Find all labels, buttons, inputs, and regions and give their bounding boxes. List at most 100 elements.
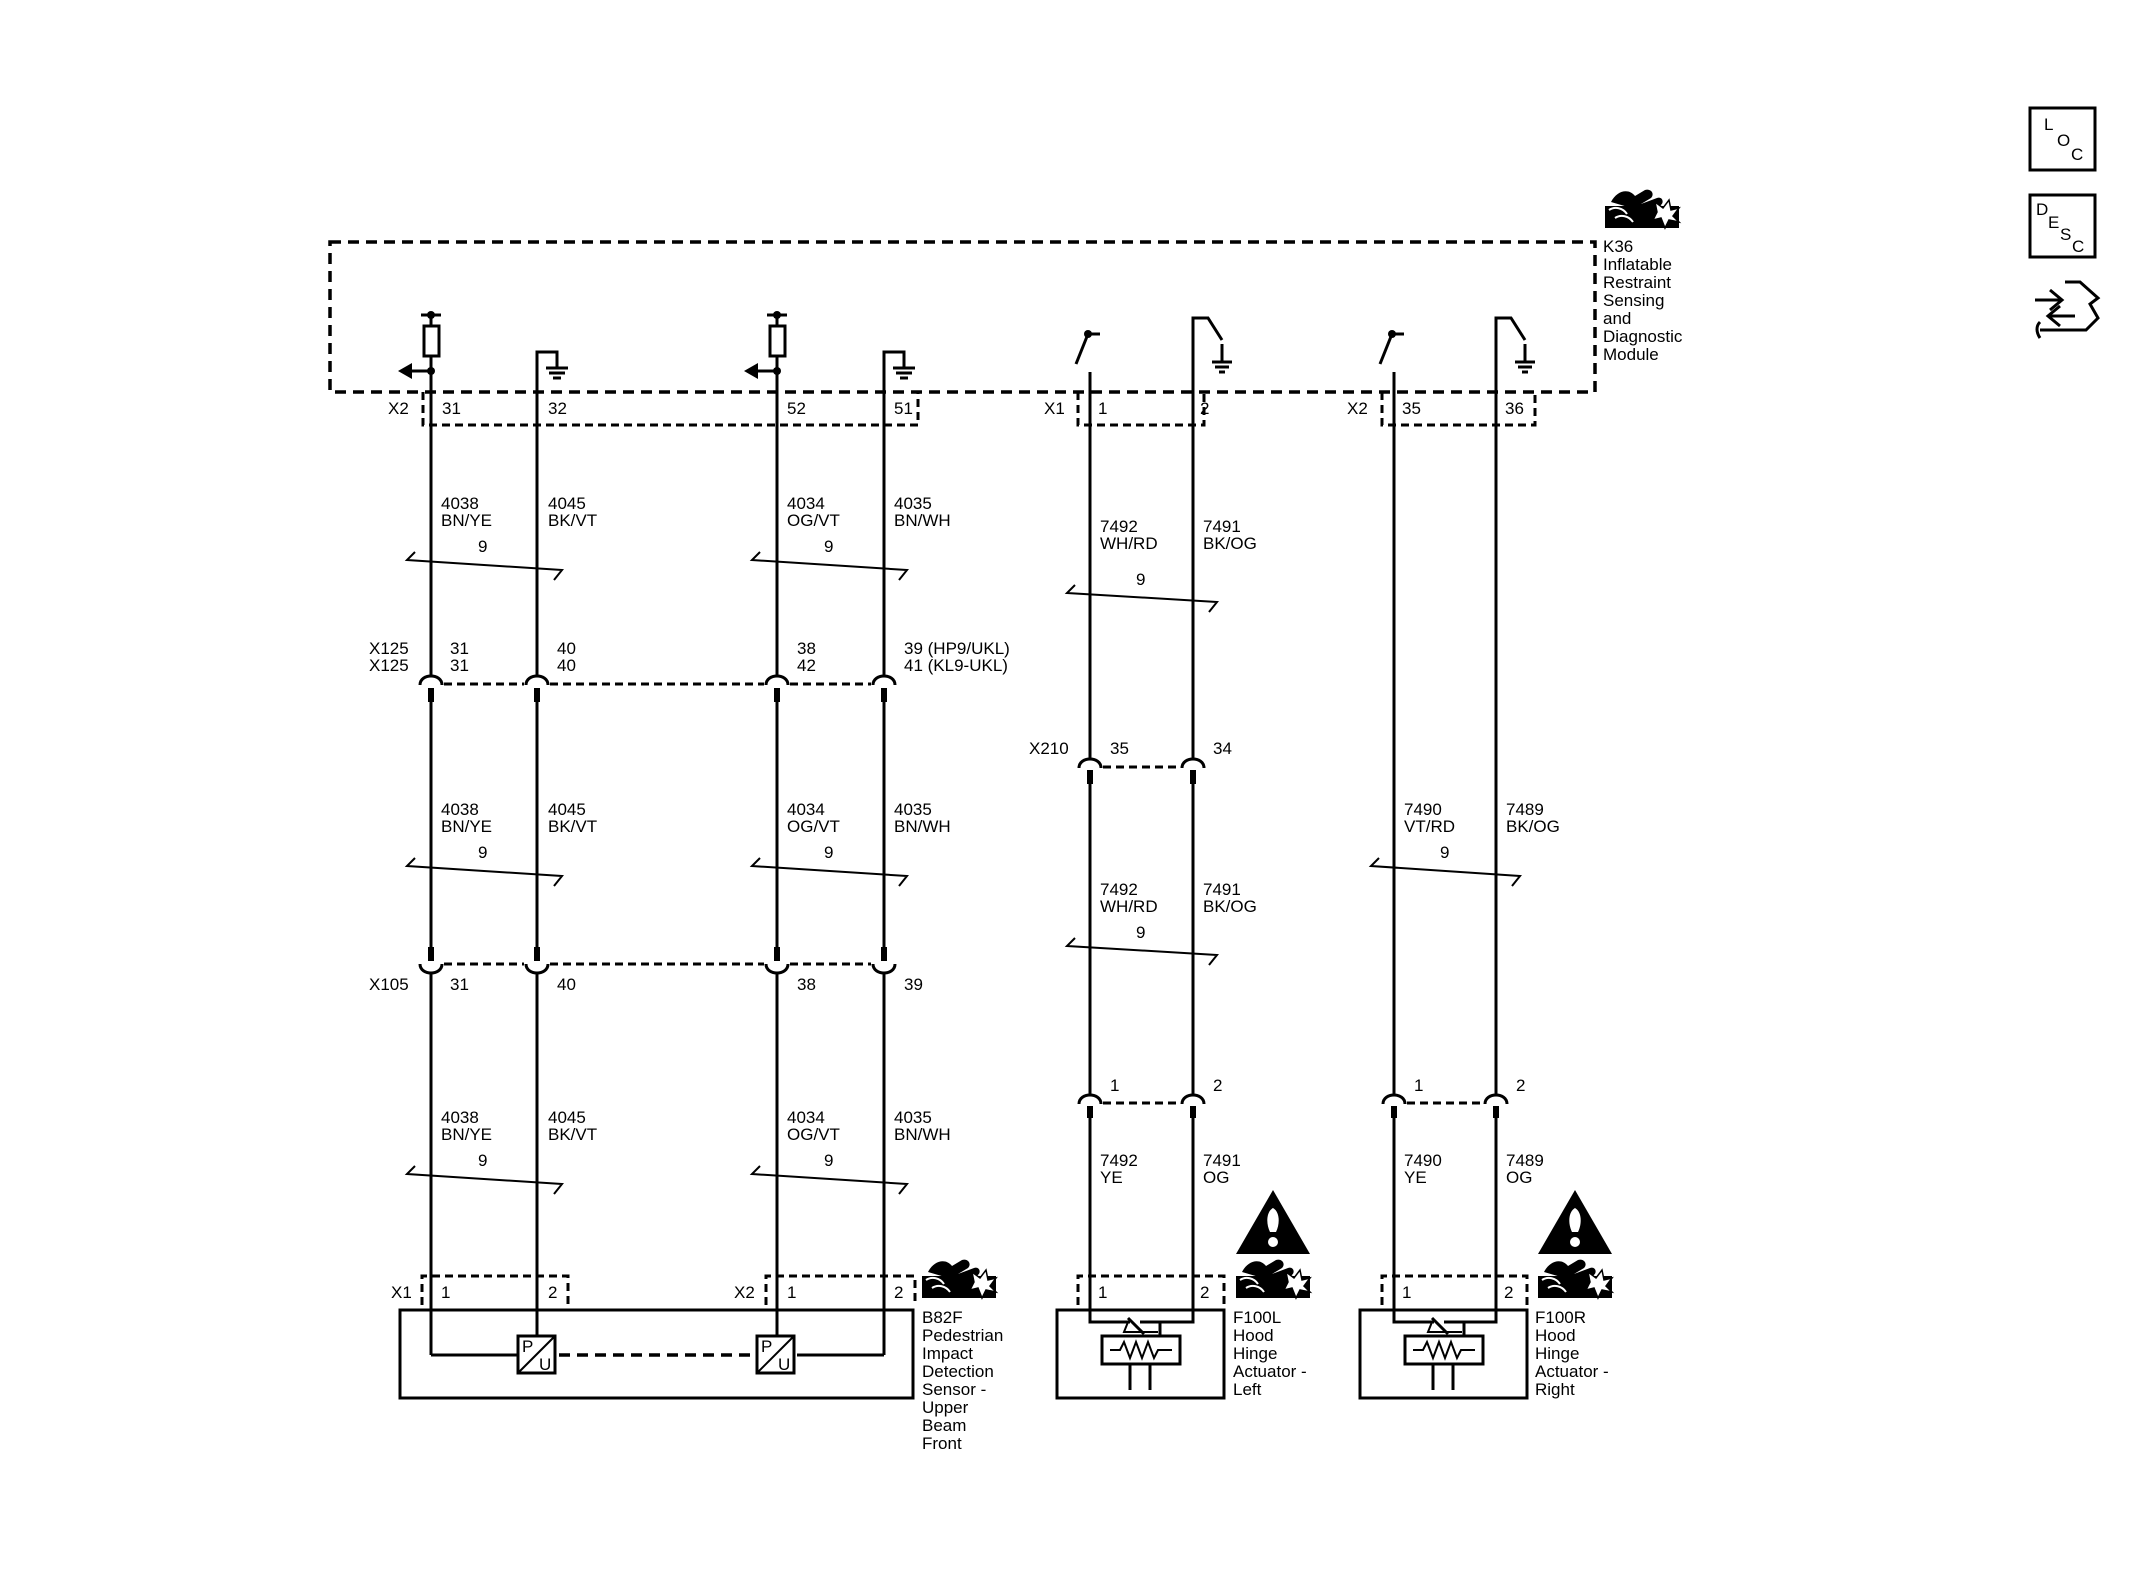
f100l-connector xyxy=(1076,1274,1226,1305)
sensor-connector-x2 xyxy=(764,1274,917,1305)
sensor-name-5: Upper xyxy=(922,1398,969,1417)
caution-icon-left xyxy=(1236,1190,1310,1254)
left-seg2-bundle-a: 9 xyxy=(478,843,487,862)
sensor-ref: B82F xyxy=(922,1308,963,1327)
module-connector-x2-b xyxy=(1380,392,1537,427)
module-pin-32: 32 xyxy=(548,399,567,418)
pu-a-u: U xyxy=(539,1355,551,1374)
x125-pin-r2-3: 42 xyxy=(797,656,816,675)
f100l-pin-1: 1 xyxy=(1098,1283,1107,1302)
right-seg1-color-1: VT/RD xyxy=(1404,817,1455,836)
left-seg2-color-4: BN/WH xyxy=(894,817,951,836)
mid-seg3-circuit-1: 7492 xyxy=(1100,1151,1138,1170)
pu-a-p: P xyxy=(522,1337,533,1356)
f100r-name-1: Hood xyxy=(1535,1326,1576,1345)
f100l-actuator xyxy=(1055,1308,1226,1400)
x105-pin-1: 31 xyxy=(450,975,469,994)
right-seg2-circuit-2: 7489 xyxy=(1506,1151,1544,1170)
mid-seg1-color-2: BK/OG xyxy=(1203,534,1257,553)
module-name-4: and xyxy=(1603,309,1631,328)
pu-b-u: U xyxy=(778,1355,790,1374)
b82f-sensor: P U P U xyxy=(398,1308,915,1400)
module-pin-52: 52 xyxy=(787,399,806,418)
module-name-5: Diagnostic xyxy=(1603,327,1683,346)
f100r-ref: F100R xyxy=(1535,1308,1586,1327)
mid-seg3-circuit-2: 7491 xyxy=(1203,1151,1241,1170)
desc-d: D xyxy=(2036,200,2048,219)
f100r-pin-1: 1 xyxy=(1402,1283,1411,1302)
x210-connector xyxy=(1077,757,1206,784)
mid-seg2-circuit-1: 7492 xyxy=(1100,880,1138,899)
f100r-actuator xyxy=(1358,1308,1529,1400)
right-inline-connector xyxy=(1381,1093,1509,1118)
sensor-name-6: Beam xyxy=(922,1416,966,1435)
mid-seg1-twist xyxy=(1064,584,1219,613)
left-seg2-circuit-2: 4045 xyxy=(548,800,586,819)
f100l-name-2: Hinge xyxy=(1233,1344,1277,1363)
x125-connector xyxy=(418,674,897,702)
right-seg1-bundle: 9 xyxy=(1440,843,1449,862)
desc-s: S xyxy=(2060,225,2071,244)
module-conn-b-name: X1 xyxy=(1044,399,1065,418)
f100r-connector xyxy=(1380,1274,1529,1305)
left-seg1-circuit-4: 4035 xyxy=(894,494,932,513)
f100l-ref: F100L xyxy=(1233,1308,1281,1327)
sensor-x1-name: X1 xyxy=(391,1283,412,1302)
esd-warning-icon-left xyxy=(1235,1258,1311,1299)
sensor-x2-pin-2: 2 xyxy=(894,1283,903,1302)
sensor-x1-pin-2: 2 xyxy=(548,1283,557,1302)
sensor-name-7: Front xyxy=(922,1434,962,1453)
left-seg2-twist xyxy=(404,857,909,887)
mid-seg2-color-1: WH/RD xyxy=(1100,897,1158,916)
mid-seg2-circuit-2: 7491 xyxy=(1203,880,1241,899)
f100r-pin-2: 2 xyxy=(1504,1283,1513,1302)
x210-pin-1: 35 xyxy=(1110,739,1129,758)
desc-button[interactable]: D E S C xyxy=(2028,193,2097,259)
module-name-1: Inflatable xyxy=(1603,255,1672,274)
mid-seg2-bundle: 9 xyxy=(1136,923,1145,942)
x210-pin-2: 34 xyxy=(1213,739,1232,758)
module-name-3: Sensing xyxy=(1603,291,1664,310)
right-seg1-circuit-1: 7490 xyxy=(1404,800,1442,819)
left-wires xyxy=(429,392,886,1355)
internal-sensor-circuit-a xyxy=(398,311,568,400)
right-seg2-color-2: OG xyxy=(1506,1168,1532,1187)
module-conn-a-name: X2 xyxy=(388,399,409,418)
left-seg3-bundle-b: 9 xyxy=(824,1151,833,1170)
left-seg2-circuit-4: 4035 xyxy=(894,800,932,819)
left-seg3-circuit-4: 4035 xyxy=(894,1108,932,1127)
sensor-x1-pin-1: 1 xyxy=(441,1283,450,1302)
x125-pin-r2-1: 31 xyxy=(450,656,469,675)
left-seg1-circuit-1: 4038 xyxy=(441,494,479,513)
left-seg1-twist xyxy=(404,551,909,581)
module-name-2: Restraint xyxy=(1603,273,1671,292)
x125-name-1: X125 xyxy=(369,639,409,658)
left-seg2-color-1: BN/YE xyxy=(441,817,492,836)
mid-inline-pin-1: 1 xyxy=(1110,1076,1119,1095)
esd-warning-icon-right xyxy=(1537,1258,1613,1299)
connector-tool-icon[interactable] xyxy=(2035,280,2101,339)
x105-pin-4: 39 xyxy=(904,975,923,994)
mid-seg3-color-2: OG xyxy=(1203,1168,1229,1187)
left-seg1-circuit-2: 4045 xyxy=(548,494,586,513)
pu-b-p: P xyxy=(761,1337,772,1356)
loc-l: L xyxy=(2044,115,2053,134)
x125-pin-r1-3: 38 xyxy=(797,639,816,658)
mid-seg2-color-2: BK/OG xyxy=(1203,897,1257,916)
loc-button[interactable]: L O C xyxy=(2028,106,2097,172)
left-seg1-color-3: OG/VT xyxy=(787,511,840,530)
module-pin-2: 2 xyxy=(1200,399,1209,418)
module-pin-31: 31 xyxy=(442,399,461,418)
left-seg2-circuit-1: 4038 xyxy=(441,800,479,819)
right-seg1-twist xyxy=(1368,857,1522,887)
x105-connector xyxy=(418,947,897,975)
right-seg2-color-1: YE xyxy=(1404,1168,1427,1187)
x105-name: X105 xyxy=(369,975,409,994)
mid-seg3-color-1: YE xyxy=(1100,1168,1123,1187)
internal-actuator-circuit-right xyxy=(1378,316,1535,400)
x125-pin-r2-4: 41 (KL9-UKL) xyxy=(904,656,1008,675)
right-wire-group: 7490 VT/RD 7489 BK/OG 9 1 2 7490 YE 7489… xyxy=(1358,392,1613,1400)
f100r-name-4: Right xyxy=(1535,1380,1575,1399)
mid-seg1-circuit-1: 7492 xyxy=(1100,517,1138,536)
